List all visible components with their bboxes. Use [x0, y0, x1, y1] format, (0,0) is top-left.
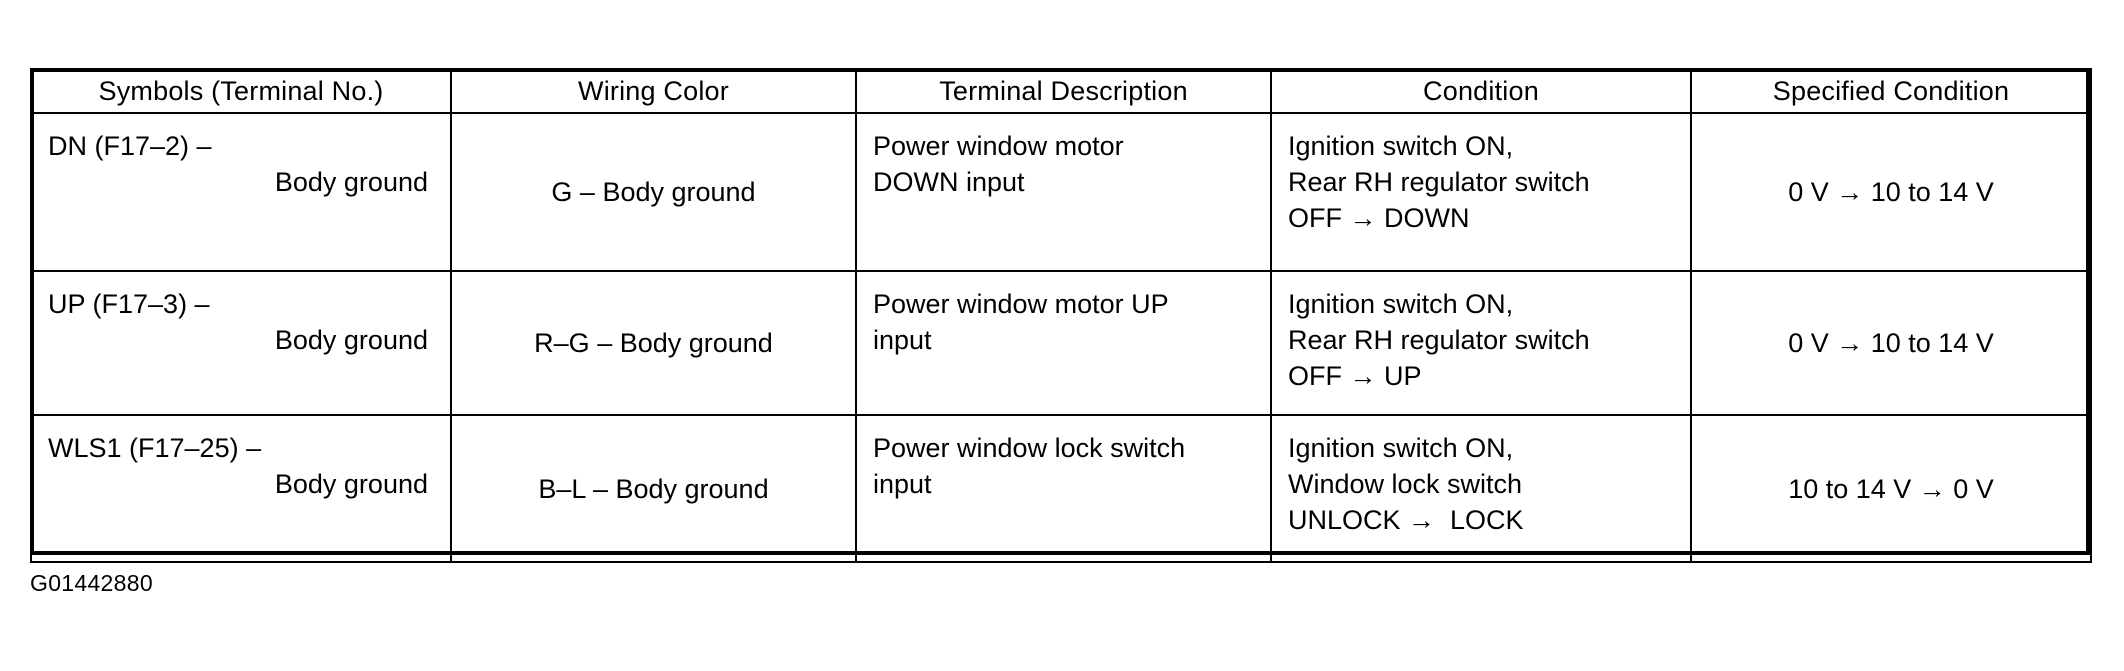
terminal-description-block: Power window motor UP input	[857, 272, 1270, 366]
cell-condition: Ignition switch ON, Window lock switch U…	[1270, 414, 1692, 563]
column-header-wiring-color: Wiring Color	[450, 68, 857, 114]
column-header-condition: Condition	[1270, 68, 1692, 114]
condition-block: Ignition switch ON, Rear RH regulator sw…	[1272, 272, 1690, 402]
symbols-block: DN (F17–2) – Body ground	[32, 114, 450, 208]
cell-specified-condition: 10 to 14 V → 0 V	[1690, 414, 2092, 563]
table-row: UP (F17–3) – Body ground R–G – Body grou…	[30, 270, 2092, 416]
description-line: Power window motor	[873, 131, 1124, 161]
cell-symbols: DN (F17–2) – Body ground	[30, 112, 452, 272]
cell-wiring-color: R–G – Body ground	[450, 270, 857, 416]
column-header-specified-condition: Specified Condition	[1690, 68, 2092, 114]
cell-wiring-color: B–L – Body ground	[450, 414, 857, 563]
cell-terminal-description: Power window motor UP input	[855, 270, 1272, 416]
condition-line: Window lock switch	[1288, 469, 1523, 499]
specified-condition-value: 0 V → 10 to 14 V	[1788, 328, 1994, 358]
condition-line: Ignition switch ON,	[1288, 289, 1514, 319]
terminal-description-block: Power window lock switch input	[857, 416, 1270, 510]
condition-line: Ignition switch ON,	[1288, 433, 1514, 463]
table-header-row: Symbols (Terminal No.) Wiring Color Term…	[30, 68, 2092, 114]
description-line: input	[873, 469, 932, 499]
cell-symbols: WLS1 (F17–25) – Body ground	[30, 414, 452, 563]
symbol-ground: Body ground	[274, 325, 428, 355]
specified-condition-value: 10 to 14 V → 0 V	[1788, 473, 1994, 504]
condition-block: Ignition switch ON, Window lock switch U…	[1272, 416, 1690, 546]
symbols-block: UP (F17–3) – Body ground	[32, 272, 450, 366]
cell-condition: Ignition switch ON, Rear RH regulator sw…	[1270, 112, 1692, 272]
symbol-ground: Body ground	[274, 469, 428, 499]
symbol-terminal: DN (F17–2) –	[48, 131, 212, 161]
description-line: DOWN input	[873, 167, 1025, 197]
symbol-ground: Body ground	[274, 167, 428, 197]
specified-condition-value: 0 V → 10 to 14 V	[1788, 177, 1994, 207]
cell-wiring-color: G – Body ground	[450, 112, 857, 272]
cell-condition: Ignition switch ON, Rear RH regulator sw…	[1270, 270, 1692, 416]
description-line: input	[873, 325, 932, 355]
symbols-block: WLS1 (F17–25) – Body ground	[32, 416, 450, 510]
cell-terminal-description: Power window motor DOWN input	[855, 112, 1272, 272]
condition-line: OFF → DOWN	[1288, 203, 1470, 233]
column-header-terminal-description: Terminal Description	[855, 68, 1272, 114]
condition-line: Ignition switch ON,	[1288, 131, 1514, 161]
wiring-color-value: G – Body ground	[551, 177, 756, 207]
cell-specified-condition: 0 V → 10 to 14 V	[1690, 112, 2092, 272]
cell-terminal-description: Power window lock switch input	[855, 414, 1272, 563]
cell-specified-condition: 0 V → 10 to 14 V	[1690, 270, 2092, 416]
wiring-color-value: B–L – Body ground	[538, 473, 769, 504]
condition-line: Rear RH regulator switch	[1288, 325, 1590, 355]
symbol-terminal: UP (F17–3) –	[48, 289, 210, 319]
symbol-terminal: WLS1 (F17–25) –	[48, 433, 262, 463]
condition-line: OFF → UP	[1288, 361, 1422, 391]
description-line: Power window lock switch	[873, 433, 1186, 463]
table-row: WLS1 (F17–25) – Body ground B–L – Body g…	[30, 414, 2092, 563]
table-row: DN (F17–2) – Body ground G – Body ground…	[30, 112, 2092, 272]
cell-symbols: UP (F17–3) – Body ground	[30, 270, 452, 416]
condition-block: Ignition switch ON, Rear RH regulator sw…	[1272, 114, 1690, 244]
terminal-specification-table: Symbols (Terminal No.) Wiring Color Term…	[30, 68, 2092, 563]
figure-code: G01442880	[30, 570, 153, 596]
terminal-description-block: Power window motor DOWN input	[857, 114, 1270, 208]
column-header-symbols: Symbols (Terminal No.)	[30, 68, 452, 114]
condition-line: Rear RH regulator switch	[1288, 167, 1590, 197]
description-line: Power window motor UP	[873, 289, 1169, 319]
wiring-color-value: R–G – Body ground	[534, 328, 773, 358]
condition-line: UNLOCK → LOCK	[1288, 505, 1524, 535]
